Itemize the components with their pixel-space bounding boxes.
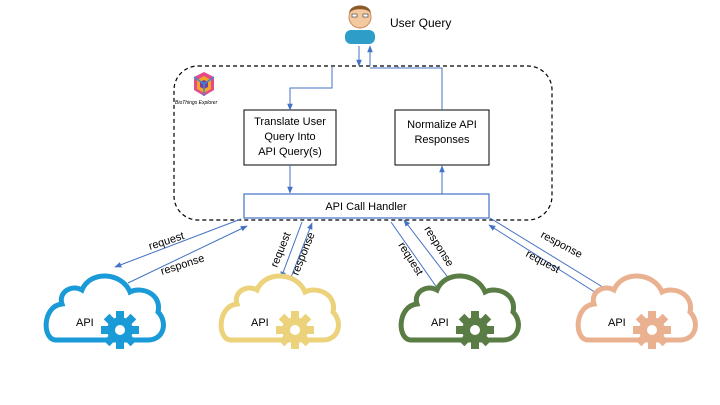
request-label-1: request xyxy=(147,230,186,253)
api-cloud-3: API xyxy=(401,276,518,349)
api-link-arrows xyxy=(114,217,615,304)
api-cloud-4: API xyxy=(578,276,695,349)
user-avatar-icon xyxy=(345,5,375,44)
api-call-handler-box xyxy=(243,193,490,219)
explorer-boundary xyxy=(173,65,553,221)
user-query-label: User Query xyxy=(390,16,451,30)
api-label: API xyxy=(431,317,449,329)
gear-icon xyxy=(276,311,314,349)
normalize-line-1: Normalize API xyxy=(407,119,477,131)
request-label-2: request xyxy=(269,231,294,270)
request-label-4: request xyxy=(524,248,562,276)
normalize-line-2: Responses xyxy=(414,134,470,146)
gear-icon xyxy=(101,311,139,349)
gear-icon xyxy=(633,311,671,349)
response-label-3: response xyxy=(421,224,455,269)
translate-line-1: Translate User xyxy=(254,116,326,128)
request-label-3: request xyxy=(395,240,425,277)
api-cloud-2: API xyxy=(221,276,338,349)
biothings-logo: BioThings Explorer xyxy=(175,72,218,106)
gear-icon xyxy=(456,311,494,349)
response-label-1: response xyxy=(159,252,206,277)
api-label: API xyxy=(608,317,626,329)
api-call-handler-label: API Call Handler xyxy=(325,201,407,213)
response-label-2: response xyxy=(290,231,318,277)
api-label: API xyxy=(251,317,269,329)
translate-line-3: API Query(s) xyxy=(258,146,322,158)
translate-line-2: Query Into xyxy=(264,131,315,143)
api-cloud-1: API xyxy=(46,276,163,349)
api-label: API xyxy=(76,317,94,329)
logo-text: BioThings Explorer xyxy=(175,100,218,106)
flow-arrows xyxy=(287,45,445,194)
